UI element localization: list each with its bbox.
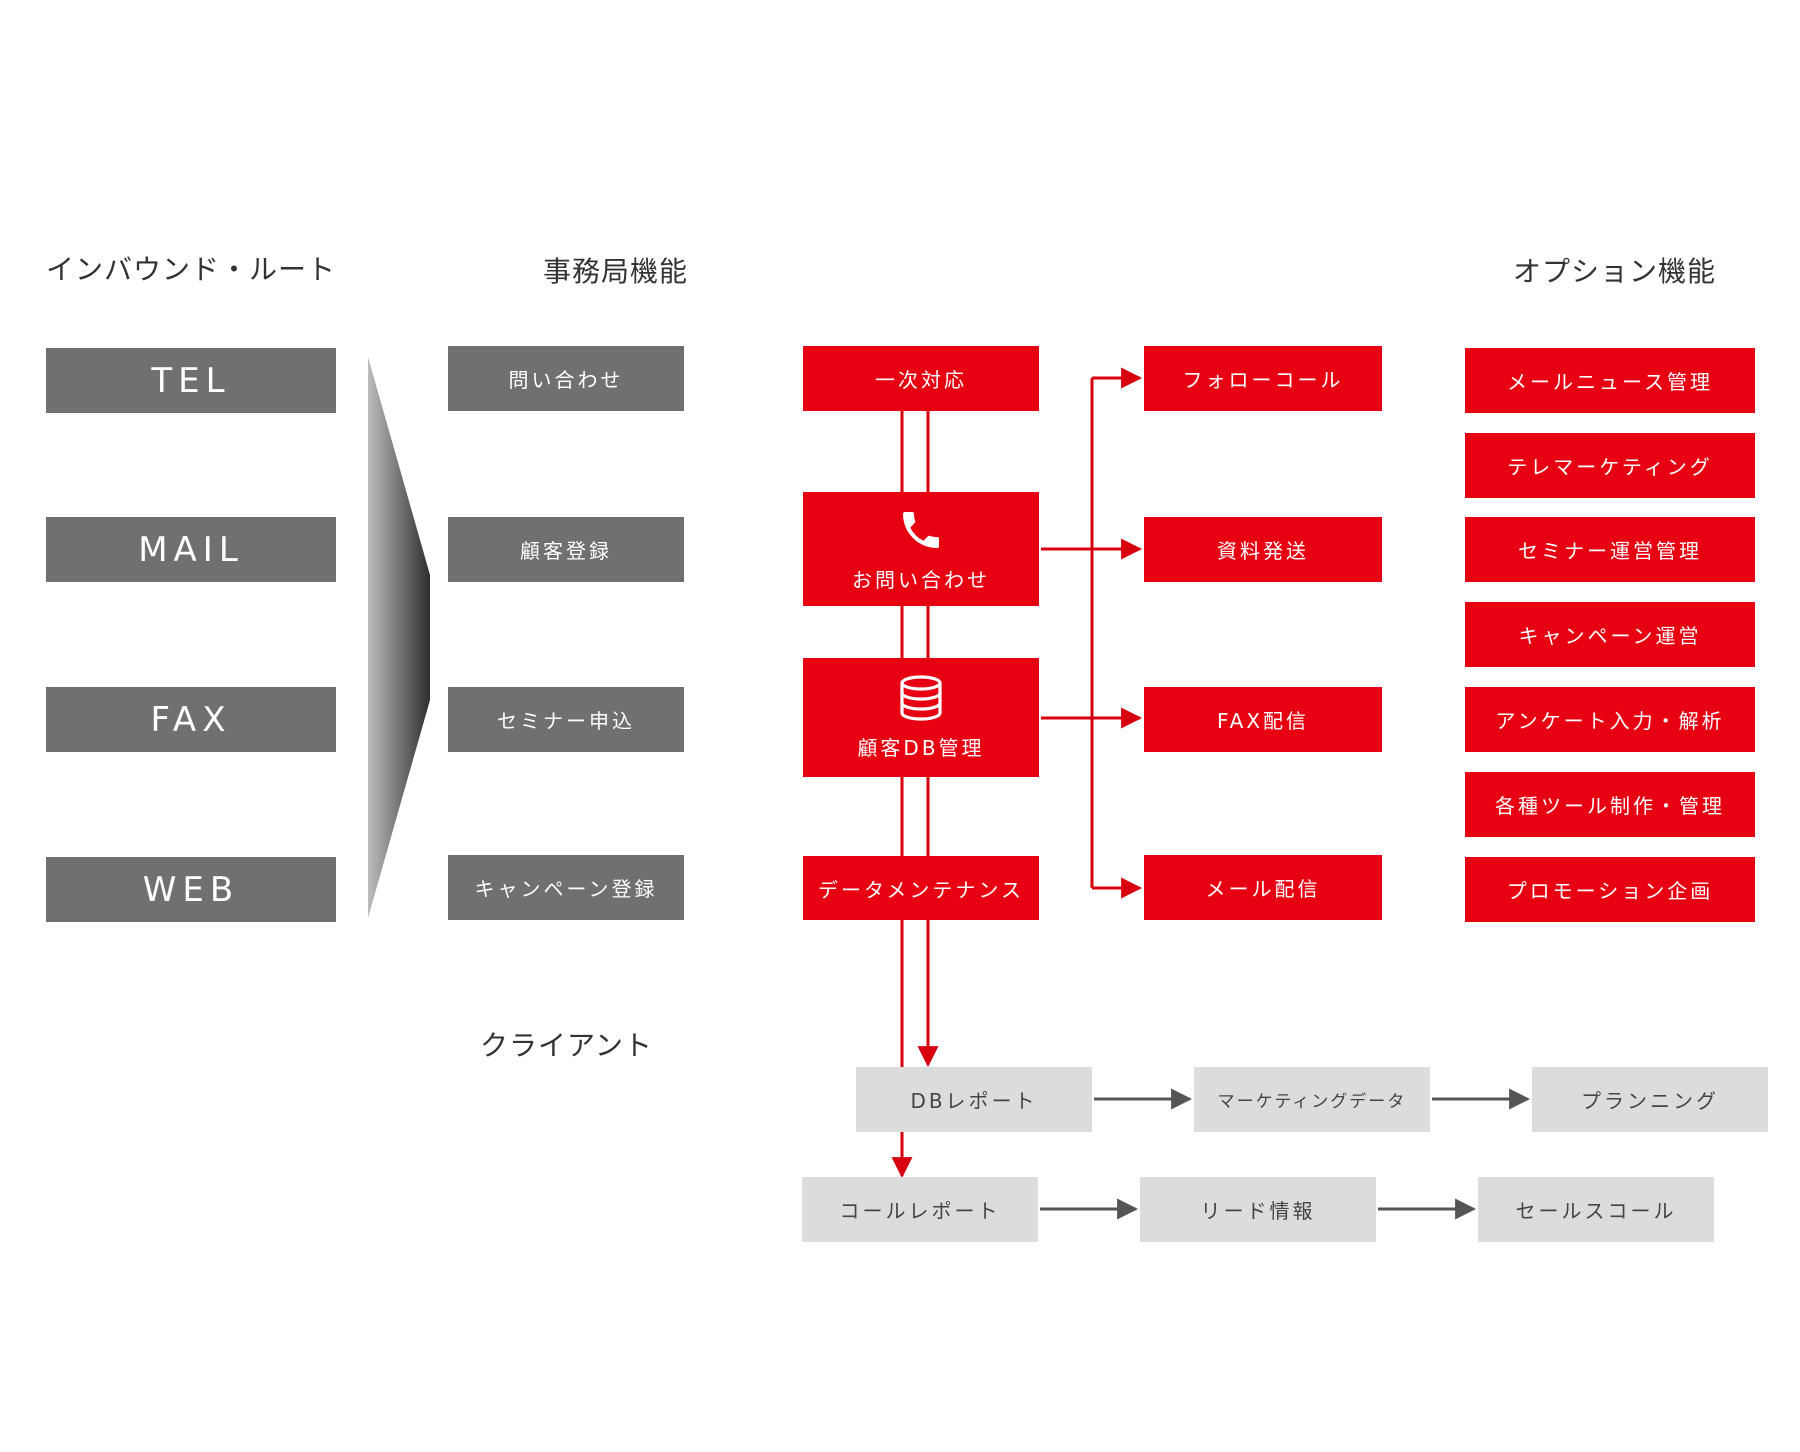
funnel-shape (368, 357, 430, 918)
heading-inbound-route: インバウンド・ルート (46, 253, 337, 286)
option-campaign-operation-box: キャンペーン運営 (1465, 602, 1755, 667)
inbound-mail-box: MAIL (46, 517, 336, 582)
data-maintenance-box: データメンテナンス (803, 856, 1039, 920)
option-promotion-planning-box: プロモーション企画 (1465, 857, 1755, 922)
center-trunk (891, 410, 939, 1179)
marketing-data-box: マーケティングデータ (1194, 1067, 1430, 1132)
document-shipping-box: 資料発送 (1144, 517, 1382, 582)
first-response-box: 一次対応 (803, 346, 1039, 411)
client-arrows (1040, 1088, 1531, 1220)
office-campaign-registration-box: キャンペーン登録 (448, 855, 684, 920)
heading-client: クライアント (480, 1029, 653, 1062)
option-telemarketing-box: テレマーケティング (1465, 433, 1755, 498)
option-mail-news-box: メールニュース管理 (1465, 348, 1755, 413)
office-inquiry-box: 問い合わせ (448, 346, 684, 411)
heading-office-functions: 事務局機能 (543, 255, 689, 288)
phone-icon (903, 511, 939, 548)
db-report-box: DBレポート (856, 1067, 1092, 1132)
option-survey-analysis-box: アンケート入力・解析 (1465, 687, 1755, 752)
option-seminar-management-box: セミナー運営管理 (1465, 517, 1755, 582)
lead-info-box: リード情報 (1140, 1177, 1376, 1242)
sales-call-box: セールスコール (1478, 1177, 1714, 1242)
follow-call-box: フォローコール (1144, 346, 1382, 411)
inbound-web-box: WEB (46, 857, 336, 922)
output-branches (1041, 367, 1143, 899)
option-tools-production-box: 各種ツール制作・管理 (1465, 772, 1755, 837)
inquiry-box: お問い合わせ (803, 492, 1039, 606)
office-customer-registration-box: 顧客登録 (448, 517, 684, 582)
mail-delivery-box: メール配信 (1144, 855, 1382, 920)
inbound-tel-box: TEL (46, 348, 336, 413)
customer-db-label: 顧客DB管理 (857, 736, 985, 760)
planning-box: プランニング (1532, 1067, 1768, 1132)
call-report-box: コールレポート (802, 1177, 1038, 1242)
inbound-fax-box: FAX (46, 687, 336, 752)
heading-option-functions: オプション機能 (1513, 255, 1717, 288)
fax-delivery-box: FAX配信 (1144, 687, 1382, 752)
office-seminar-application-box: セミナー申込 (448, 687, 684, 752)
database-icon (900, 675, 942, 721)
customer-db-box: 顧客DB管理 (803, 658, 1039, 777)
inquiry-label: お問い合わせ (852, 567, 990, 592)
